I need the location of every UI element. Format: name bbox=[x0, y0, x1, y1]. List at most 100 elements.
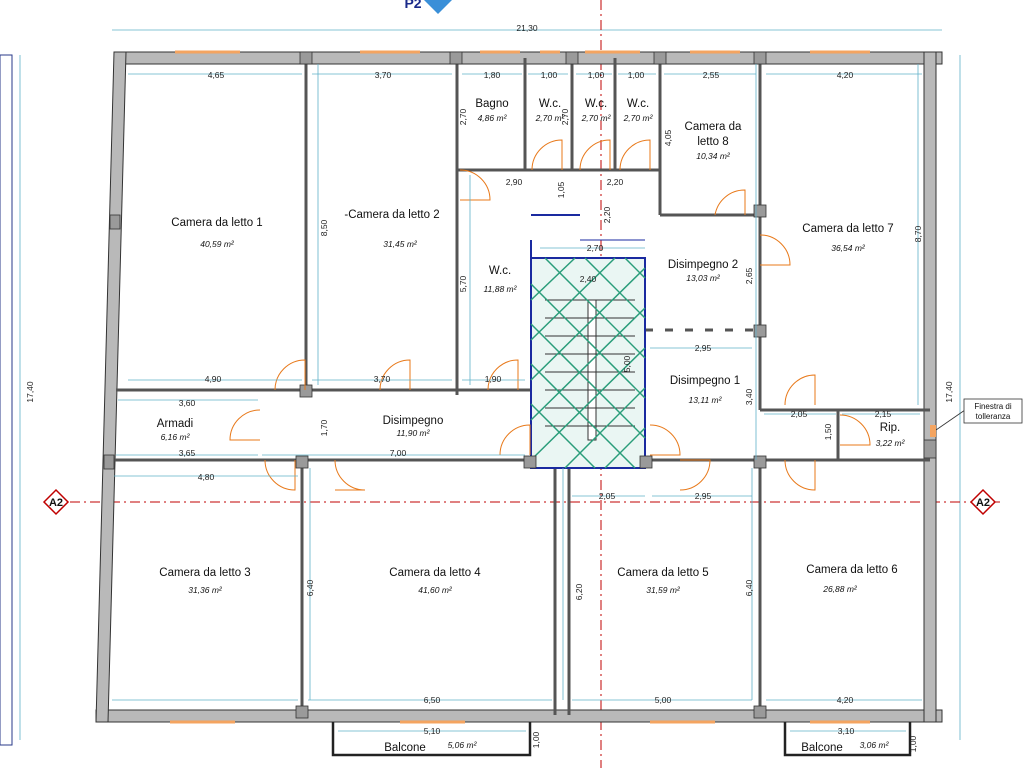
room-area: 11,88 m² bbox=[484, 284, 518, 294]
room-name: Camera da letto 1 bbox=[171, 217, 262, 229]
room-name: Camera da letto 4 bbox=[389, 567, 481, 579]
room-name: Disimpegno bbox=[383, 415, 444, 427]
outer-wall-right bbox=[923, 51, 937, 723]
door bbox=[487, 359, 519, 391]
room-name: W.c. bbox=[539, 98, 561, 110]
dim-label: 4,05 bbox=[663, 129, 673, 146]
note-box bbox=[963, 398, 1023, 424]
dimension-lines bbox=[112, 64, 922, 732]
door bbox=[784, 374, 816, 406]
room-area: 26,88 m² bbox=[822, 584, 858, 594]
room-name: W.c. bbox=[585, 98, 607, 110]
dim-label: 2,15 bbox=[875, 409, 892, 419]
room-name-line-2: letto 8 bbox=[697, 136, 728, 148]
dim-label: 1,00 bbox=[541, 70, 558, 80]
dim-label: 2,90 bbox=[506, 177, 523, 187]
door bbox=[379, 359, 411, 391]
dim-label: 2,20 bbox=[602, 206, 612, 223]
door bbox=[759, 234, 791, 266]
room-name: Camera da letto 3 bbox=[159, 567, 250, 579]
door bbox=[619, 139, 651, 171]
room-labels: Camera da letto 1 40,59 m² -Camera da le… bbox=[157, 98, 906, 754]
room-name: W.c. bbox=[627, 98, 649, 110]
room-name: Camera da bbox=[685, 121, 742, 133]
column bbox=[753, 705, 767, 719]
room-name: Disimpegno 2 bbox=[668, 259, 738, 271]
section-marker-right-label: A2 bbox=[976, 497, 990, 509]
dim-overall-height-left: 17,40 bbox=[25, 381, 35, 403]
section-marker-left-label: A2 bbox=[49, 497, 63, 509]
note-leader bbox=[935, 409, 966, 431]
dim-label: 2,65 bbox=[744, 267, 754, 284]
dim-label: 2,70 bbox=[458, 108, 468, 125]
room-area: 6,16 m² bbox=[161, 432, 191, 442]
room-area: 40,59 m² bbox=[200, 239, 235, 249]
dim-label: 2,20 bbox=[607, 177, 624, 187]
dim-label: 2,05 bbox=[791, 409, 808, 419]
dim-label: 4,20 bbox=[837, 70, 854, 80]
dim-overall-height-right: 17,40 bbox=[944, 381, 954, 403]
door bbox=[264, 459, 296, 491]
column bbox=[565, 51, 579, 65]
tolerance-window bbox=[930, 425, 936, 437]
dim-label: 5,70 bbox=[458, 275, 468, 292]
left-frame bbox=[0, 54, 13, 746]
room-area: 2,70 m² bbox=[535, 113, 566, 123]
balcone-right-outline bbox=[783, 722, 912, 757]
dim-label: 4,80 bbox=[198, 472, 215, 482]
room-area: 3,22 m² bbox=[876, 438, 906, 448]
room-name: Camera da letto 7 bbox=[802, 223, 893, 235]
door bbox=[459, 169, 491, 201]
column bbox=[295, 455, 309, 469]
section-label-p2: P2 bbox=[404, 0, 421, 11]
dim-label: 6,50 bbox=[424, 695, 441, 705]
dim-label: 3,65 bbox=[179, 448, 196, 458]
column bbox=[753, 204, 767, 218]
door bbox=[274, 359, 306, 391]
column bbox=[639, 455, 653, 469]
dim-label: 4,90 bbox=[205, 374, 222, 384]
section-arrow-icon bbox=[424, 0, 452, 14]
note-line-1: Finestra di bbox=[974, 402, 1012, 411]
dim-label: 1,00 bbox=[628, 70, 645, 80]
dim-overall-width: 21,30 bbox=[516, 23, 538, 33]
door bbox=[531, 139, 563, 171]
door bbox=[229, 409, 261, 441]
dim-label: 3,10 bbox=[838, 726, 855, 736]
column bbox=[449, 51, 463, 65]
dim-label: 6,20 bbox=[574, 583, 584, 600]
dim-label: 4,65 bbox=[208, 70, 225, 80]
column bbox=[103, 454, 115, 470]
dim-label: 5,00 bbox=[655, 695, 672, 705]
section-marker-left: A2 bbox=[42, 488, 70, 516]
column bbox=[523, 455, 537, 469]
room-name: Armadi bbox=[157, 418, 193, 430]
column bbox=[109, 214, 121, 230]
column bbox=[295, 705, 309, 719]
dim-label: 1,05 bbox=[556, 181, 566, 198]
outer-wall-bottom bbox=[95, 709, 943, 723]
room-name: Camera da letto 6 bbox=[806, 564, 897, 576]
dim-label: 1,00 bbox=[588, 70, 605, 80]
room-area: 3,06 m² bbox=[860, 740, 890, 750]
room-name: Rip. bbox=[880, 422, 900, 434]
room-area: 2,70 m² bbox=[623, 113, 654, 123]
section-marker-right: A2 bbox=[969, 488, 997, 516]
note-line-2: tolleranza bbox=[976, 412, 1011, 421]
room-name: Balcone bbox=[801, 742, 843, 754]
stairwell bbox=[530, 214, 646, 469]
dimension-labels: 4,65 3,70 1,80 1,00 1,00 1,00 2,55 4,20 … bbox=[179, 70, 923, 752]
dim-label: 1,90 bbox=[485, 374, 502, 384]
column bbox=[299, 51, 313, 65]
door bbox=[679, 459, 711, 491]
room-area: 31,45 m² bbox=[383, 239, 418, 249]
door bbox=[579, 139, 611, 171]
dim-label: 8,70 bbox=[913, 225, 923, 242]
dim-label: 1,50 bbox=[823, 423, 833, 440]
column bbox=[753, 455, 767, 469]
column bbox=[923, 439, 937, 459]
dim-label: 5,10 bbox=[424, 726, 441, 736]
dim-label: 2,95 bbox=[695, 343, 712, 353]
dim-label: 2,40 bbox=[580, 274, 597, 284]
